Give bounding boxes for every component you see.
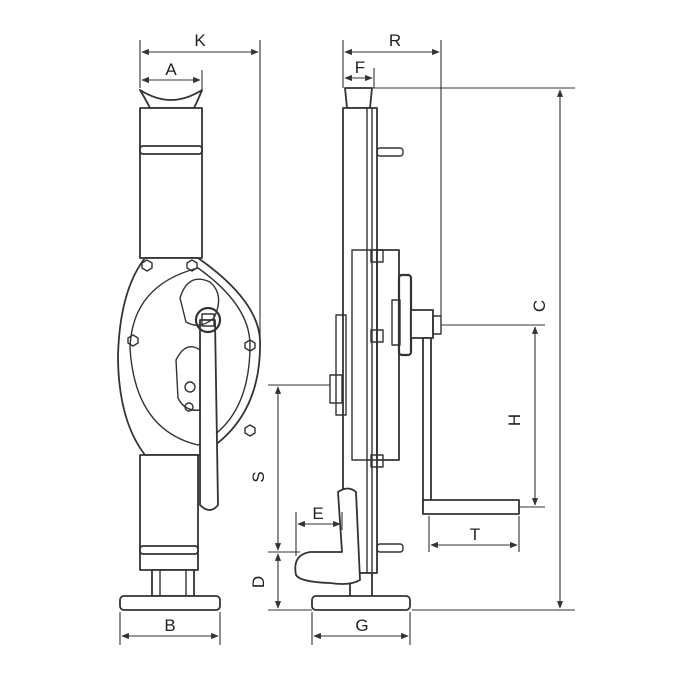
side-gear-disc — [397, 273, 413, 357]
side-crank-handle — [422, 499, 520, 515]
front-base-plate — [119, 595, 221, 611]
label-f: F — [355, 58, 365, 77]
side-base-plate — [311, 595, 411, 611]
front-saddle — [139, 89, 203, 109]
dimension-lines — [119, 40, 575, 645]
label-d: D — [249, 576, 268, 588]
label-g: G — [355, 616, 368, 635]
side-toe-claw — [294, 487, 361, 585]
label-h: H — [505, 414, 524, 426]
front-view — [117, 89, 261, 611]
label-c: C — [530, 300, 549, 312]
side-gear-plate — [376, 249, 400, 461]
label-r: R — [389, 31, 401, 50]
label-s: S — [249, 471, 268, 482]
side-view — [294, 87, 520, 611]
label-t: T — [470, 525, 480, 544]
label-e: E — [312, 504, 323, 523]
side-saddle — [344, 87, 373, 109]
side-crank-hub — [410, 309, 434, 339]
front-gear-housing — [117, 257, 261, 456]
label-k: K — [194, 31, 206, 50]
dimension-labels: K A B R F C H S E T D G — [164, 31, 549, 635]
label-a: A — [165, 60, 177, 79]
front-crank-lever — [199, 319, 219, 511]
front-upper-column — [139, 107, 203, 259]
side-crank-arm — [422, 337, 432, 514]
front-crank-boss — [194, 306, 222, 334]
label-b: B — [164, 616, 175, 635]
